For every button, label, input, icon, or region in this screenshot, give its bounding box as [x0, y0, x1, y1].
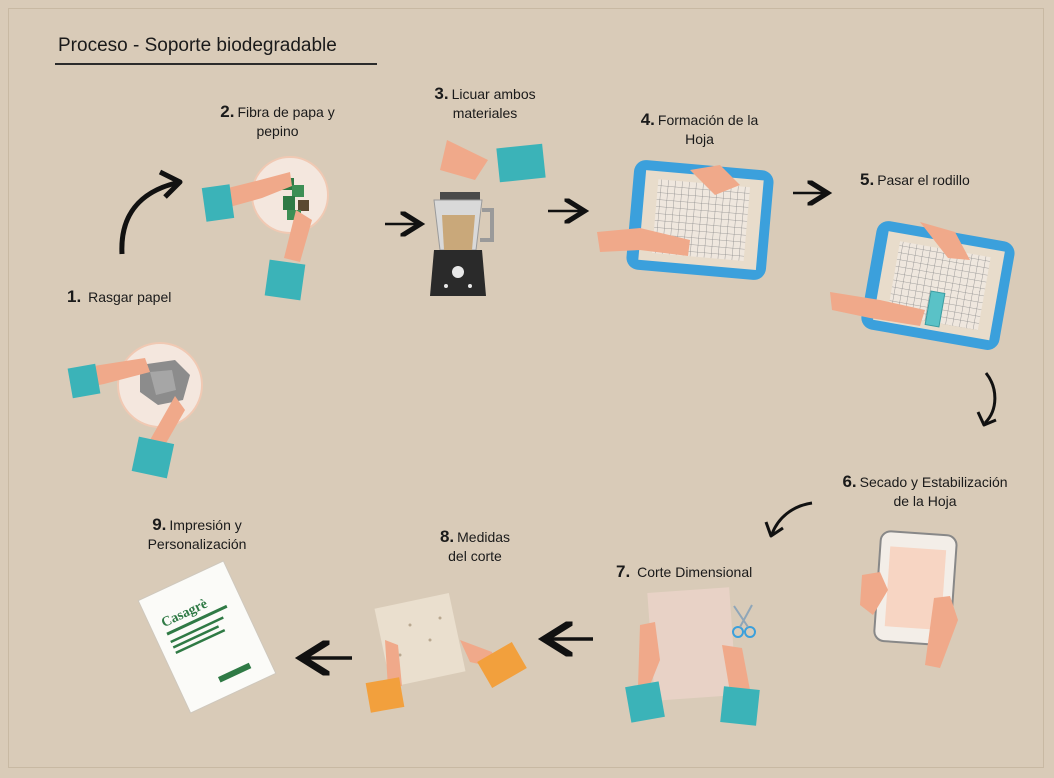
- step-7-illustration: [625, 587, 760, 726]
- diagram-title: Proceso - Soporte biodegradable: [58, 35, 337, 56]
- step-1-label: 1. Rasgar papel: [67, 287, 172, 306]
- scissors-icon: [732, 604, 756, 638]
- step-1-illustration: [67, 342, 203, 479]
- step-3-illustration: [430, 140, 546, 296]
- step-9-illustration: Casagrè: [137, 560, 277, 714]
- step-7-label: 7. Corte Dimensional: [616, 562, 753, 581]
- step-2-illustration: [201, 156, 329, 301]
- step-6-illustration: [860, 530, 958, 668]
- curved-arrow-icon: [764, 501, 813, 538]
- curved-arrow-icon: [119, 169, 183, 255]
- step-5-label: 5.Pasar el rodillo: [860, 170, 970, 189]
- title-underline: [55, 63, 377, 65]
- frame: [8, 8, 1044, 768]
- step-5-illustration: [830, 221, 1015, 350]
- step-4-illustration: [597, 160, 774, 280]
- step-8-illustration: [365, 592, 527, 713]
- down-curved-arrow-icon: [976, 372, 997, 427]
